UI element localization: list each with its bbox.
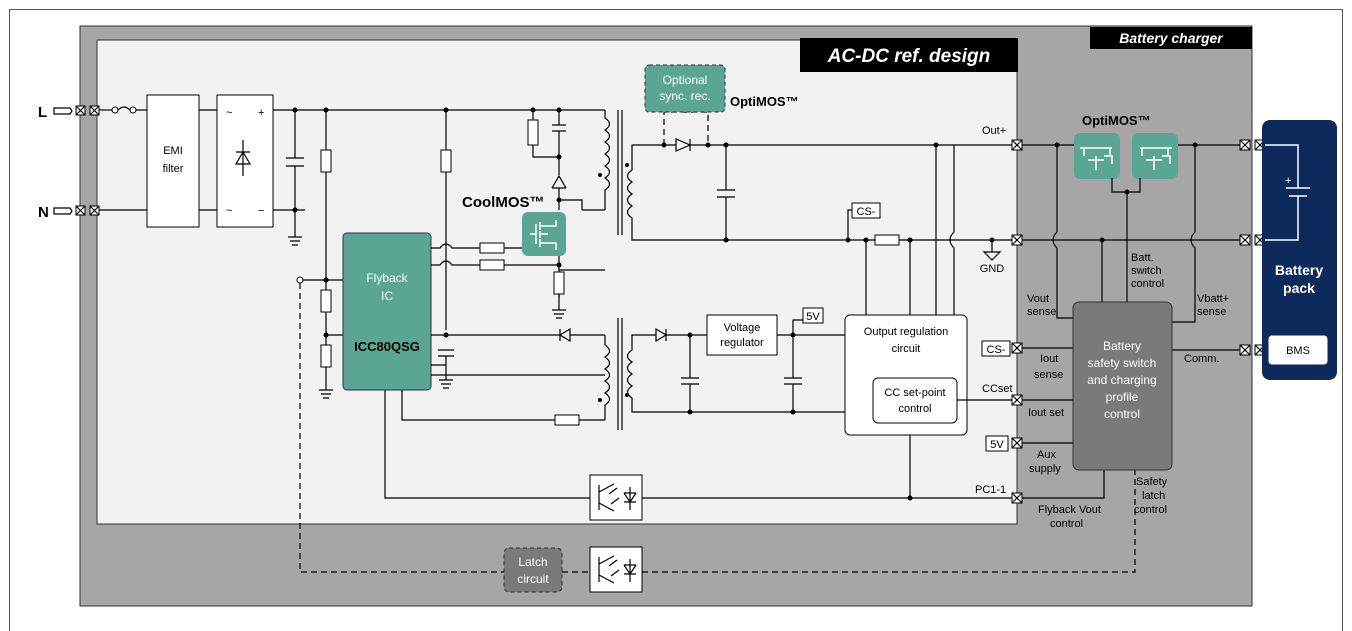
latch-circuit-label-1: Latch bbox=[518, 555, 547, 569]
latch-circuit-label-2: circuit bbox=[517, 572, 549, 586]
cc-setpoint-label-1: CC set-point bbox=[884, 387, 945, 399]
bms-label: BMS bbox=[1286, 345, 1310, 357]
flyback-ic-block bbox=[342, 232, 432, 391]
optimos-sync-label: OptiMOS™ bbox=[730, 94, 799, 109]
cs-minus-tag-1 bbox=[851, 202, 881, 219]
battery-safety-label-1: Battery bbox=[1103, 339, 1141, 353]
vbatt-sense-label-2: sense bbox=[1197, 306, 1226, 318]
ac-dc-title: AC-DC ref. design bbox=[827, 46, 991, 67]
battery-safety-label-5: control bbox=[1104, 407, 1140, 421]
battery-pack-label-1: Battery bbox=[1275, 262, 1323, 278]
fivev-tag-2 bbox=[985, 435, 1009, 452]
comm-label: Comm. bbox=[1184, 353, 1219, 365]
bridge-rectifier-block bbox=[216, 94, 274, 228]
optocoupler-1-icon bbox=[589, 474, 643, 521]
battery-pack-block bbox=[1262, 120, 1337, 380]
aux-supply-label-2: supply bbox=[1029, 463, 1061, 475]
battery-safety-label-3: and charging bbox=[1087, 373, 1156, 387]
bulk-capacitor-icon bbox=[286, 110, 304, 246]
emi-filter-block bbox=[146, 94, 200, 228]
battery-safety-label-2: safety switch bbox=[1088, 356, 1157, 370]
safety-latch-label-2: latch bbox=[1142, 490, 1165, 502]
ac-dc-title-box bbox=[800, 38, 1018, 72]
vout-sense-label-1: Vout bbox=[1027, 293, 1049, 305]
battery-terminals bbox=[1239, 139, 1266, 356]
batt-switch-label-1: Batt. bbox=[1131, 252, 1154, 264]
iout-sense-label-1: Iout bbox=[1040, 353, 1058, 365]
coolmos-label: CoolMOS™ bbox=[462, 194, 545, 211]
voltage-regulator-block bbox=[706, 314, 778, 356]
optimos-switch-b bbox=[1132, 133, 1178, 179]
batt-switch-label-2: switch bbox=[1131, 265, 1162, 277]
cc-setpoint-label-2: control bbox=[898, 403, 931, 415]
output-regulation-label-1: Output regulation bbox=[864, 326, 948, 338]
neutral-input-label: N bbox=[38, 204, 49, 221]
cs-minus-label-2: CS- bbox=[987, 344, 1006, 356]
safety-latch-label-1: Safety bbox=[1136, 476, 1168, 488]
batt-switch-label-3: control bbox=[1131, 278, 1164, 290]
cs-minus-tag-2 bbox=[981, 340, 1011, 357]
optional-sync-rec-label-2: sync. rec. bbox=[659, 89, 710, 103]
optocoupler-2-icon bbox=[589, 546, 643, 593]
line-input-label: L bbox=[38, 104, 47, 121]
fivev-label-2: 5V bbox=[990, 439, 1004, 451]
vbatt-sense-label-1: Vbatt+ bbox=[1197, 293, 1229, 305]
battery-charger-title-box bbox=[1090, 27, 1252, 49]
rectifier-diode-icon bbox=[234, 140, 252, 176]
optimos-switch-a bbox=[1074, 133, 1120, 179]
battery-charger-title: Battery charger bbox=[1119, 30, 1224, 46]
figure-frame bbox=[9, 9, 1343, 631]
voltage-regulator-label-2: regulator bbox=[720, 337, 764, 349]
latch-circuit-block bbox=[503, 547, 563, 593]
flyback-ic-part: ICC80QSG bbox=[354, 339, 420, 354]
flyback-vout-label-2: control bbox=[1050, 518, 1083, 530]
flyback-ic-label-1: Flyback bbox=[366, 271, 408, 285]
cc-setpoint-block bbox=[872, 377, 958, 424]
safety-latch-label-3: control bbox=[1134, 504, 1167, 516]
rect-plus: + bbox=[258, 107, 264, 119]
battery-pack-label-2: pack bbox=[1283, 280, 1315, 296]
iout-sense-label-2: sense bbox=[1034, 369, 1063, 381]
optimos-battery-label: OptiMOS™ bbox=[1082, 113, 1151, 128]
iout-set-label: Iout set bbox=[1028, 407, 1064, 419]
aux-supply-label-1: Aux bbox=[1037, 449, 1056, 461]
pc1-label: PC1-1 bbox=[975, 484, 1006, 496]
rect-ac-1: ~ bbox=[226, 107, 232, 119]
ccset-label: CCset bbox=[982, 383, 1013, 395]
fivev-label-1: 5V bbox=[806, 311, 820, 323]
out-plus-label: Out+ bbox=[982, 125, 1006, 137]
vout-sense-label-2: sense bbox=[1027, 306, 1056, 318]
output-regulation-label-2: circuit bbox=[892, 343, 921, 355]
flyback-vout-label-1: Flyback Vout bbox=[1038, 504, 1101, 516]
rect-minus: − bbox=[258, 205, 264, 217]
flyback-ic-label-2: IC bbox=[381, 289, 393, 303]
bms-block bbox=[1267, 334, 1329, 366]
fivev-tag-1 bbox=[802, 307, 824, 324]
battery-safety-label-4: profile bbox=[1106, 390, 1139, 404]
gnd-label: GND bbox=[980, 263, 1005, 275]
optional-sync-rec-label-1: Optional bbox=[663, 73, 708, 87]
optional-sync-rec-block bbox=[644, 64, 726, 113]
rect-ac-2: ~ bbox=[226, 205, 232, 217]
cs-minus-label-1: CS- bbox=[857, 206, 876, 218]
battery-plus-label: + bbox=[1285, 175, 1291, 187]
emi-filter-label-1: EMI bbox=[163, 145, 183, 157]
voltage-regulator-label-1: Voltage bbox=[724, 322, 761, 334]
battery-safety-block bbox=[1072, 301, 1173, 471]
emi-filter-label-2: filter bbox=[163, 163, 184, 175]
